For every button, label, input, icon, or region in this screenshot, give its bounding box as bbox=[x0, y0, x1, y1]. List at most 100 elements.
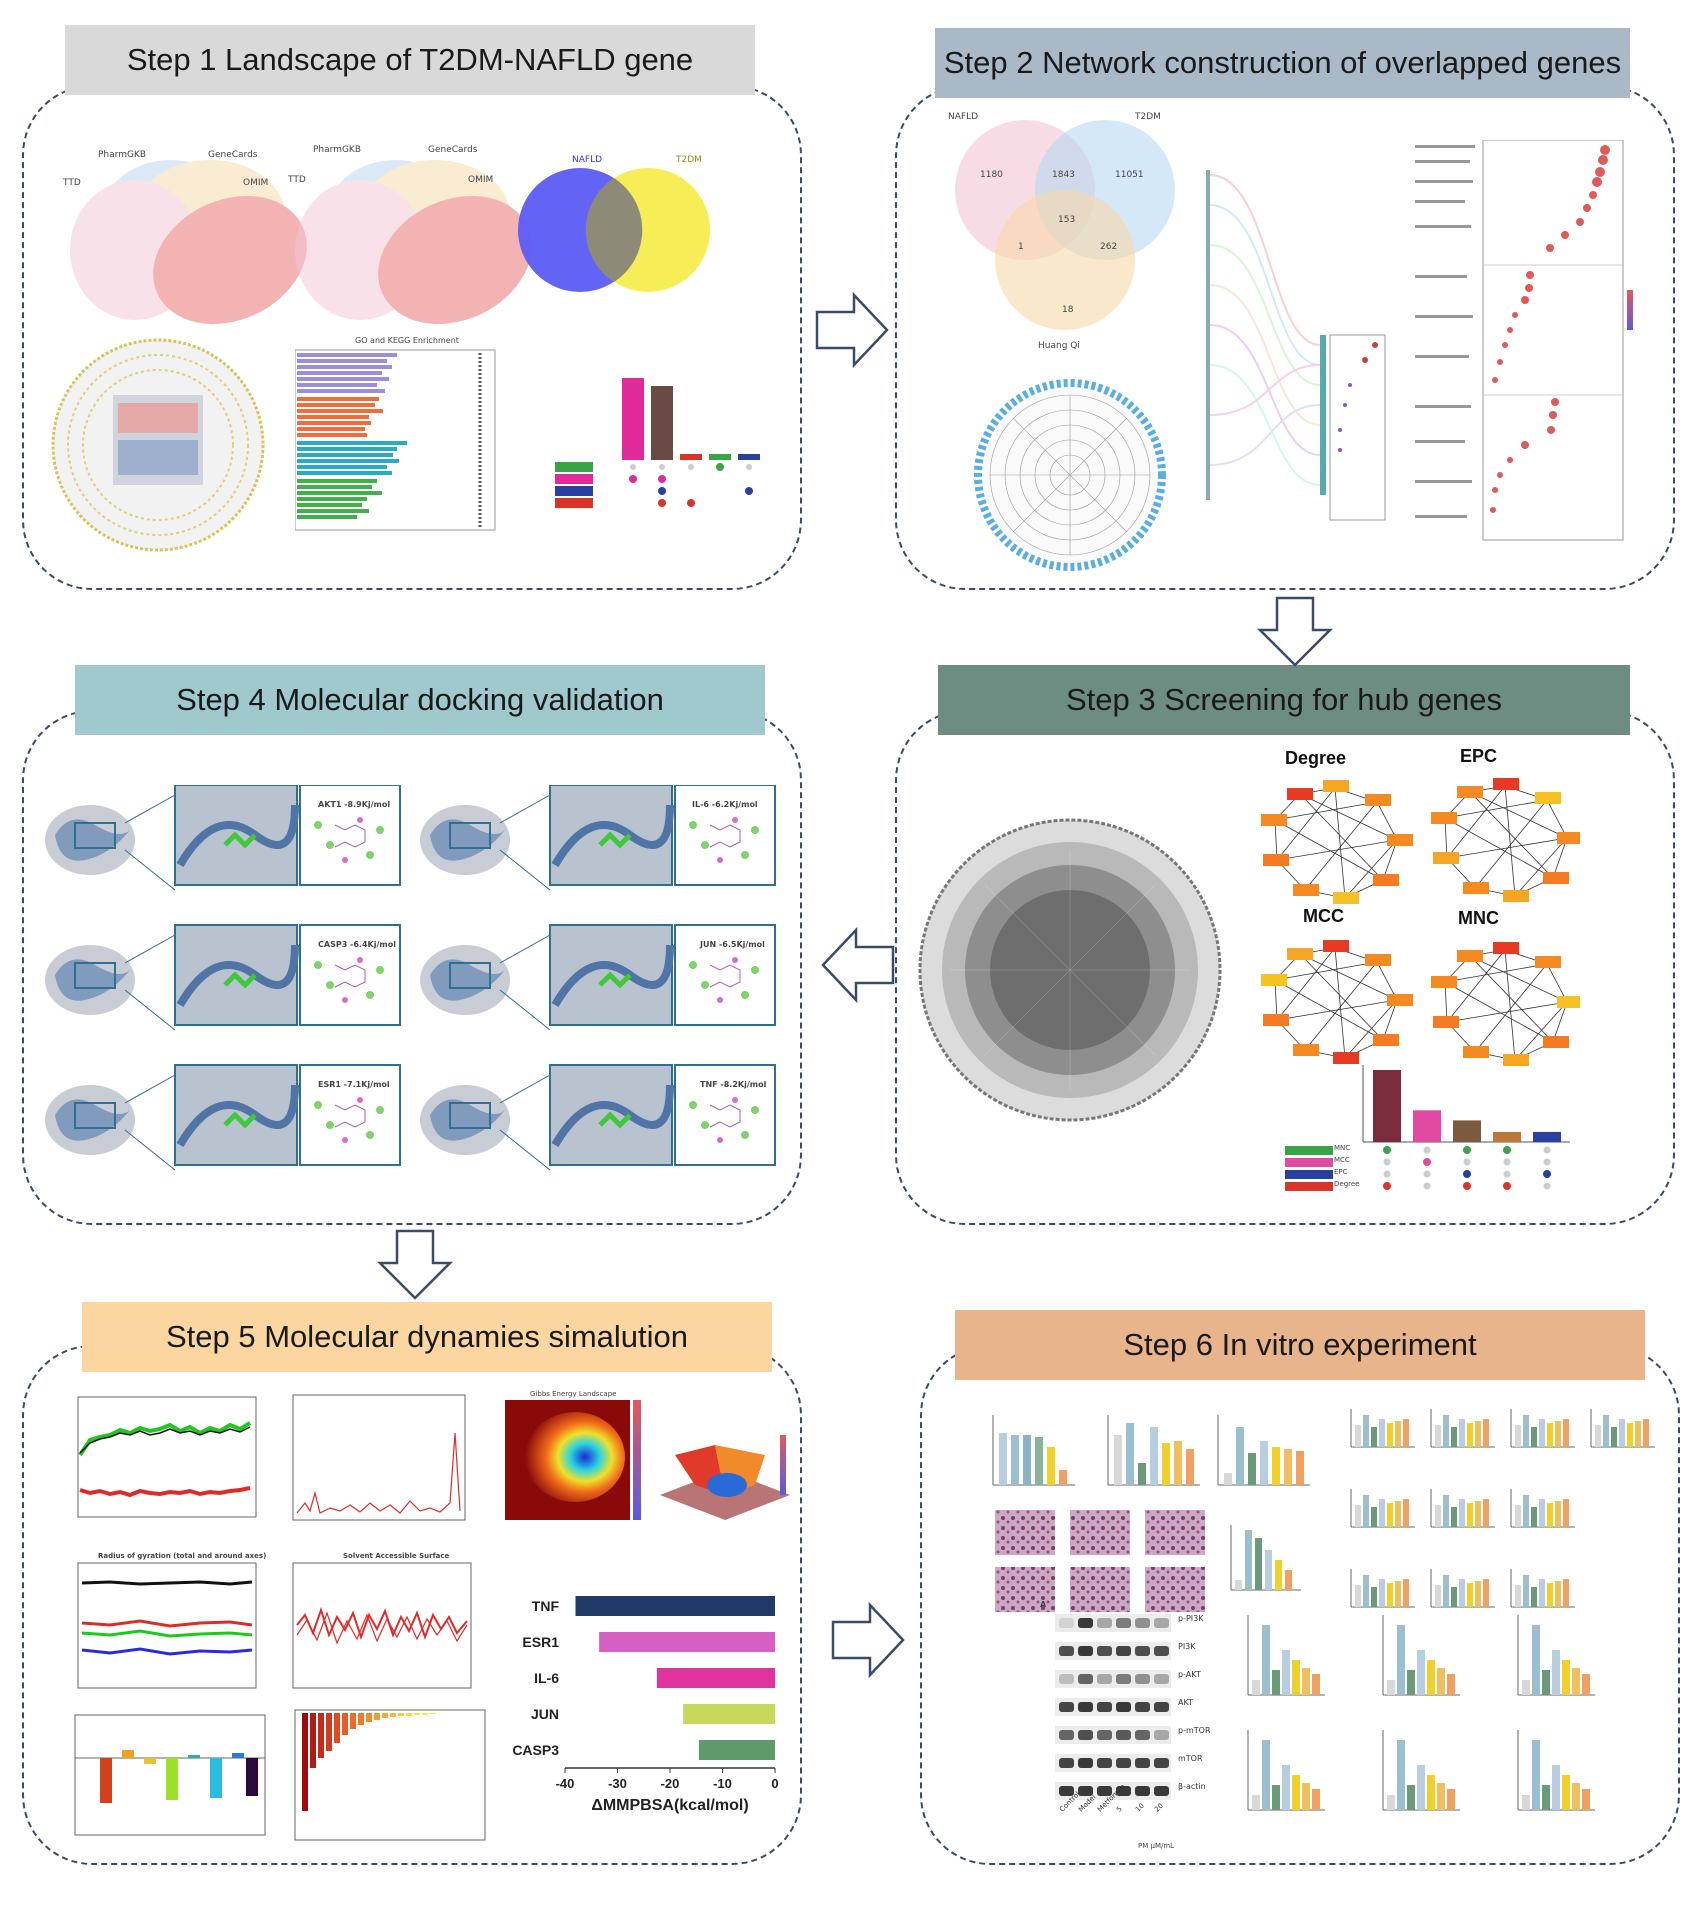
upset-dot bbox=[1423, 1182, 1431, 1190]
method-label-degree: Degree bbox=[1285, 748, 1347, 768]
wb-band bbox=[1078, 1646, 1093, 1656]
upset-dot bbox=[1503, 1170, 1511, 1178]
wb-band bbox=[1135, 1730, 1150, 1740]
wb-band bbox=[1154, 1730, 1169, 1740]
wb-protein-label: AKT bbox=[1178, 1698, 1193, 1707]
venn1-label-c: TTD bbox=[63, 178, 81, 188]
wb-band bbox=[1078, 1730, 1093, 1740]
upset-dot-active bbox=[1383, 1146, 1391, 1154]
step5-header: Step 5 Molecular dynamies simalution bbox=[82, 1302, 772, 1372]
upset-dot-active bbox=[1383, 1182, 1391, 1190]
upset-dot-active bbox=[1463, 1182, 1471, 1190]
enrichment-title: GO and KEGG Enrichment bbox=[355, 336, 459, 345]
wb-protein-label: mTOR bbox=[1178, 1754, 1203, 1763]
upset-set-bar bbox=[1285, 1158, 1333, 1167]
upset-dot bbox=[1383, 1170, 1391, 1178]
mmpbsa-bar-jun bbox=[683, 1704, 775, 1724]
wb-band bbox=[1135, 1618, 1150, 1628]
wb-protein-label: p-mTOR bbox=[1178, 1726, 1211, 1735]
upset-bar bbox=[1533, 1131, 1561, 1142]
upset-bar bbox=[1413, 1110, 1441, 1142]
wb-band bbox=[1097, 1674, 1112, 1684]
step2-venn-n-ab: 1843 bbox=[1052, 170, 1075, 180]
set-label-degree: Degree bbox=[1334, 1180, 1360, 1188]
wb-band bbox=[1059, 1646, 1074, 1656]
upset-dot bbox=[1503, 1158, 1511, 1166]
arrow-step3-to-step4 bbox=[821, 926, 895, 1004]
wb-band bbox=[1154, 1758, 1169, 1768]
step2-venn bbox=[955, 120, 1175, 330]
docking-label-tnf: TNF -8.2Kj/mol bbox=[700, 1080, 767, 1089]
wb-band bbox=[1059, 1674, 1074, 1684]
mmpbsa-category-label: ESR1 bbox=[522, 1634, 559, 1650]
step3-upset-plot bbox=[1285, 1065, 1570, 1191]
upset-bar bbox=[1373, 1070, 1401, 1142]
mmpbsa-bar-casp3 bbox=[698, 1740, 775, 1760]
venn2-label-a: PharmGKB bbox=[313, 145, 362, 155]
step2-dotplot bbox=[1415, 140, 1633, 541]
wb-dose-label: PM μM/mL bbox=[1138, 1842, 1175, 1850]
step1-enrichment-bar bbox=[295, 349, 496, 531]
wb-band bbox=[1078, 1674, 1093, 1684]
wb-band bbox=[1078, 1618, 1093, 1628]
mmpbsa-tick-label: -30 bbox=[608, 1776, 627, 1791]
mmpbsa-category-label: JUN bbox=[531, 1706, 559, 1722]
step6-viability-bars bbox=[992, 1415, 1310, 1486]
mmpbsa-category-label: IL-6 bbox=[534, 1670, 559, 1686]
docking-label-jun: JUN -6.5Kj/mol bbox=[700, 940, 765, 949]
step1-venn-diagrams bbox=[70, 160, 710, 325]
docking-label-il6: IL-6 -6.2Kj/mol bbox=[692, 800, 758, 809]
wb-band bbox=[1135, 1674, 1150, 1684]
wb-band bbox=[1154, 1646, 1169, 1656]
upset-bar bbox=[1493, 1131, 1521, 1142]
upset-dot bbox=[1463, 1158, 1471, 1166]
docking-label-casp3: CASP3 -6.4Kj/mol bbox=[318, 940, 396, 949]
step3-ppi-network bbox=[918, 818, 1222, 1122]
wb-band bbox=[1116, 1730, 1131, 1740]
wb-band bbox=[1116, 1758, 1131, 1768]
step2-venn-n-bc: 262 bbox=[1100, 242, 1118, 252]
wb-band bbox=[1135, 1646, 1150, 1656]
upset-dot-active bbox=[1543, 1170, 1551, 1178]
step5-rg-plot bbox=[77, 1562, 257, 1689]
step6-oil-red-staining bbox=[995, 1510, 1205, 1612]
set-label-mnc: MNC bbox=[1334, 1144, 1351, 1152]
wb-band bbox=[1154, 1786, 1169, 1796]
mmpbsa-bar-esr1 bbox=[599, 1632, 775, 1652]
wb-band bbox=[1116, 1646, 1131, 1656]
step2-venn-n-abc: 153 bbox=[1058, 215, 1076, 225]
wb-band bbox=[1097, 1618, 1112, 1628]
venn1-label-d: OMIM bbox=[243, 178, 269, 188]
method-label-mcc: MCC bbox=[1303, 906, 1344, 926]
upset-dot bbox=[1423, 1146, 1431, 1154]
step4-header: Step 4 Molecular docking validation bbox=[75, 665, 765, 735]
set-label-epc: EPC bbox=[1334, 1168, 1348, 1176]
step1-network-circle bbox=[51, 338, 265, 552]
wb-band bbox=[1078, 1702, 1093, 1712]
mmpbsa-category-label: TNF bbox=[532, 1598, 560, 1614]
docking-label-akt1: AKT1 -8.9Kj/mol bbox=[318, 800, 391, 809]
upset-dot-active bbox=[1463, 1146, 1471, 1154]
wb-protein-label: β-actin bbox=[1178, 1782, 1206, 1791]
fel-title: Gibbs Energy Landscape bbox=[530, 1390, 617, 1398]
wb-band bbox=[1097, 1646, 1112, 1656]
mmpbsa-category-label: CASP3 bbox=[512, 1742, 559, 1758]
mmpbsa-tick-label: 0 bbox=[771, 1776, 778, 1791]
wb-band bbox=[1078, 1786, 1093, 1796]
upset-dot bbox=[1383, 1158, 1391, 1166]
step2-header: Step 2 Network construction of overlappe… bbox=[935, 28, 1630, 98]
step1-header: Step 1 Landscape of T2DM-NAFLD gene bbox=[65, 25, 755, 95]
mmpbsa-x-label: ΔMMPBSA(kcal/mol) bbox=[591, 1797, 748, 1814]
step6-staining-quant bbox=[1230, 1525, 1301, 1591]
step2-venn-label-b: T2DM bbox=[1135, 112, 1161, 122]
step3-header: Step 3 Screening for hub genes bbox=[938, 665, 1630, 735]
upset-dot-active bbox=[1503, 1182, 1511, 1190]
method-label-mnc: MNC bbox=[1458, 908, 1499, 928]
step2-venn-n-a: 1180 bbox=[980, 170, 1003, 180]
upset-dot bbox=[1543, 1158, 1551, 1166]
step1-upset-plot bbox=[555, 378, 760, 508]
step2-network bbox=[974, 379, 1166, 571]
wb-band bbox=[1097, 1730, 1112, 1740]
